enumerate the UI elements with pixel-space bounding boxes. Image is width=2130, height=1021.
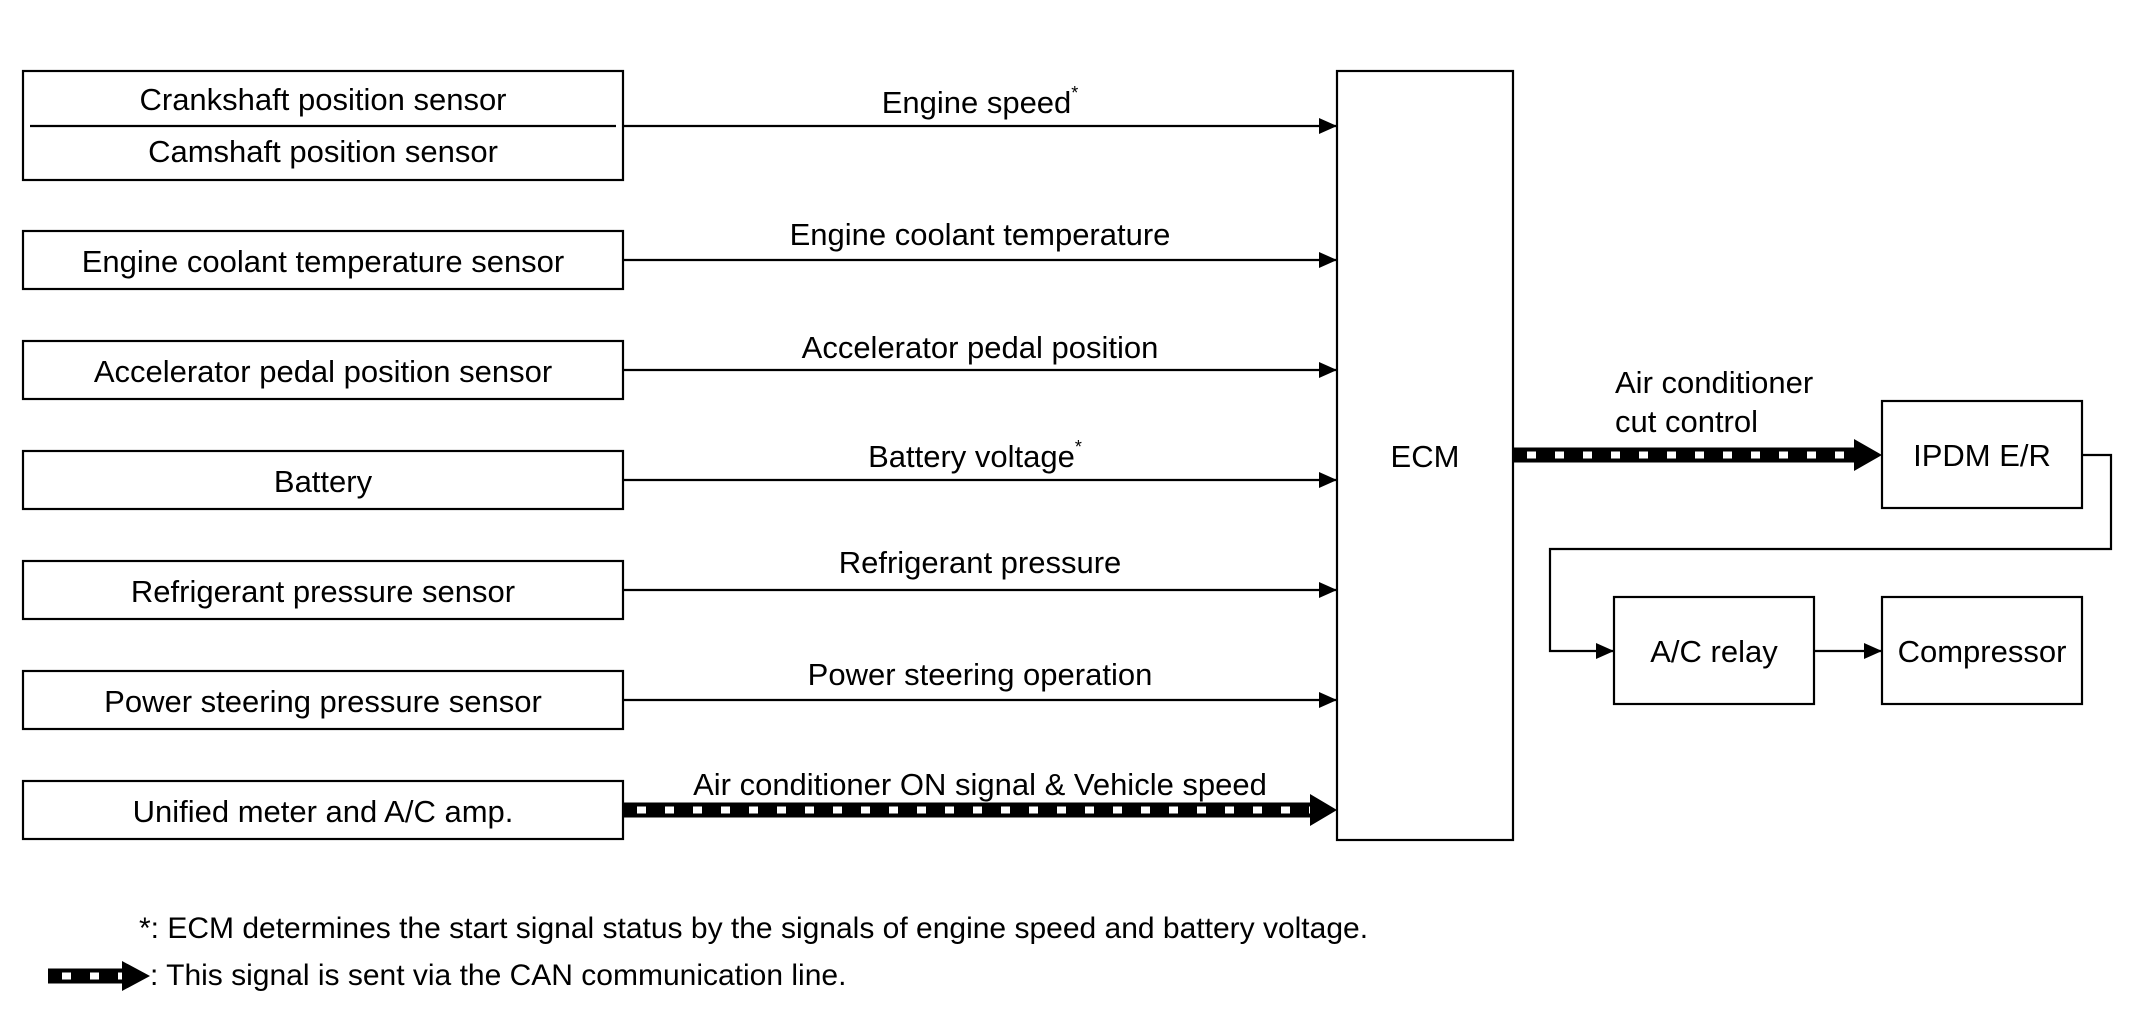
compressor-box: Compressor [1880, 595, 2084, 706]
engine-speed-signal-label: Engine speed* [882, 83, 1079, 120]
sensor-crank-cam-box: Crankshaft position sensor Camshaft posi… [21, 69, 625, 182]
battery-voltage-signal-label: Battery voltage* [868, 437, 1082, 474]
coolant-temp-signal-label: Engine coolant temperature [790, 217, 1171, 252]
power-steering-sensor-label: Power steering pressure sensor [104, 684, 542, 719]
ac-on-vehicle-speed-label: Air conditioner ON signal & Vehicle spee… [693, 767, 1267, 802]
unified-meter-box: Unified meter and A/C amp. [21, 779, 625, 841]
ecm-label: ECM [1391, 439, 1460, 474]
sensor-power-steering-box: Power steering pressure sensor [21, 669, 625, 731]
can-line-ecm-to-ipdm [1513, 439, 1882, 471]
ac-relay-label: A/C relay [1650, 634, 1778, 669]
ac-cut-control-label-line1: Air conditioner [1615, 365, 1813, 400]
power-steering-signal-label: Power steering operation [808, 657, 1153, 692]
sensor-accelerator-box: Accelerator pedal position sensor [21, 339, 625, 401]
asterisk-footnote: *: ECM determines the start signal statu… [139, 912, 1368, 945]
compressor-label: Compressor [1898, 634, 2067, 669]
camshaft-sensor-label: Camshaft position sensor [148, 134, 498, 169]
ac-relay-box: A/C relay [1612, 595, 1816, 706]
accelerator-sensor-label: Accelerator pedal position sensor [94, 354, 552, 389]
ipdm-to-relay-wire [1548, 453, 2113, 659]
sensor-refrigerant-box: Refrigerant pressure sensor [21, 559, 625, 621]
accelerator-signal-label: Accelerator pedal position [802, 330, 1159, 365]
refrigerant-signal-label: Refrigerant pressure [839, 545, 1122, 580]
unified-meter-label: Unified meter and A/C amp. [133, 794, 514, 829]
ac-cut-control-label-line2: cut control [1615, 404, 1758, 439]
crankshaft-sensor-label: Crankshaft position sensor [139, 82, 506, 117]
ipdm-label: IPDM E/R [1913, 438, 2051, 473]
refrigerant-sensor-label: Refrigerant pressure sensor [131, 574, 515, 609]
can-legend-arrow [48, 961, 150, 991]
ipdm-box: IPDM E/R [1880, 399, 2084, 510]
can-legend-note: : This signal is sent via the CAN commun… [150, 959, 846, 992]
ecm-box: ECM [1335, 69, 1515, 842]
sensor-battery-box: Battery [21, 449, 625, 511]
sensor-coolant-box: Engine coolant temperature sensor [21, 229, 625, 291]
battery-label: Battery [274, 464, 373, 499]
coolant-sensor-label: Engine coolant temperature sensor [82, 244, 565, 279]
can-line-unified-to-ecm [623, 794, 1337, 826]
